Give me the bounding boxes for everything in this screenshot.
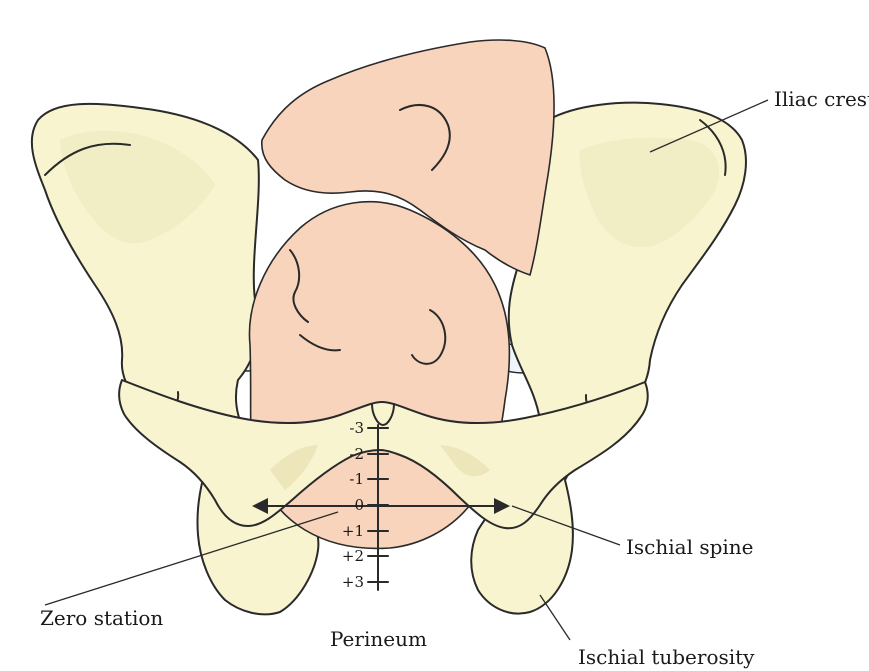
station-label: -3 [349, 419, 364, 437]
station-label: +2 [342, 547, 364, 565]
station-label: -2 [349, 445, 364, 463]
label-iliac-crest: Iliac crest [774, 87, 869, 111]
label-zero-station: Zero station [40, 606, 163, 630]
station-label: 0 [354, 496, 364, 514]
station-label: -1 [349, 470, 364, 488]
leader-ischial-tuberosity [540, 595, 570, 640]
label-ischial-tuberosity: Ischial tuberosity [578, 645, 755, 669]
label-perineum: Perineum [330, 627, 427, 651]
station-label: +3 [342, 573, 364, 591]
station-label: +1 [342, 522, 364, 540]
label-ischial-spine: Ischial spine [626, 535, 754, 559]
